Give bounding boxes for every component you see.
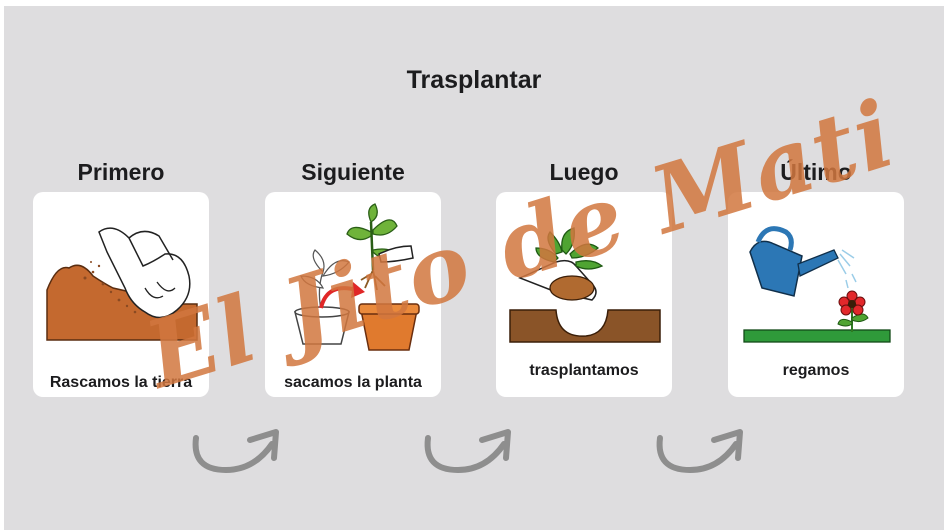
step-heading-4: Último	[780, 159, 852, 185]
step-heading-2: Siguiente	[301, 159, 405, 185]
curved-arrow-icon	[656, 429, 743, 474]
plant-out-of-pot-icon	[294, 203, 420, 351]
step-heading-3: Luego	[549, 159, 619, 185]
curved-arrow-icon	[424, 429, 511, 474]
step-card-2[interactable]: sacamos la planta	[265, 192, 441, 397]
curved-arrow-icon	[192, 429, 279, 474]
step-heading-1: Primero	[77, 159, 165, 185]
step-card-1[interactable]: Rascamos la tierra	[33, 192, 209, 397]
hands-digging-soil-icon	[46, 227, 198, 341]
page-title: Trasplantar	[406, 66, 542, 94]
step-caption-2: sacamos la planta	[284, 374, 422, 391]
step-caption-4: regamos	[782, 362, 850, 379]
step-card-4[interactable]: regamos	[728, 192, 904, 397]
step-card-3[interactable]: trasplantamos	[496, 192, 672, 397]
watering-can-icon	[743, 226, 891, 343]
planting-in-ground-icon	[509, 227, 661, 343]
step-caption-1: Rascamos la tierra	[49, 374, 193, 391]
step-caption-3: trasplantamos	[529, 362, 639, 379]
sequence-board: Trasplantar Primero Rascamos la tierra S…	[4, 6, 944, 530]
